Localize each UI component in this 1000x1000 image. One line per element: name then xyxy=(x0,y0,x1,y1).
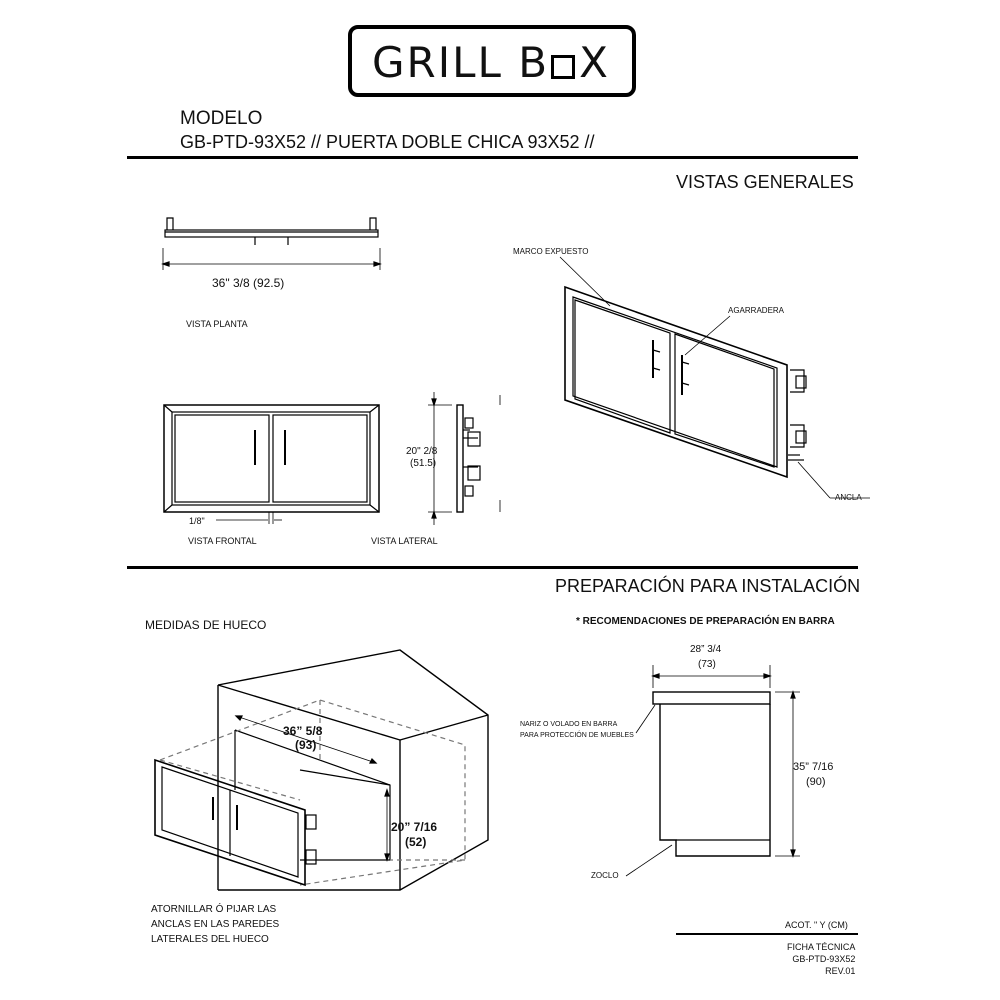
sheet-title: FICHA TÉCNICA xyxy=(787,942,856,952)
iso-frame-label: MARCO EXPUESTO xyxy=(513,247,589,256)
screw-note-line: ATORNILLAR Ó PIJAR LAS xyxy=(151,904,277,915)
sheet-code: GB-PTD-93X52 xyxy=(792,954,856,964)
bar-height-cm: (90) xyxy=(806,776,826,788)
iso-anchor-label: ANCLA xyxy=(835,493,862,502)
bar-section-drawing xyxy=(625,665,800,877)
hole-drawing xyxy=(154,649,489,891)
nose-note: NARIZ O VOLADO EN BARRA PARA PROTECCIÓN … xyxy=(520,719,634,741)
plinth-label: ZOCLO xyxy=(591,871,619,880)
side-height-dimension: 20" 2/8 xyxy=(406,446,438,457)
model-value: GB-PTD-93X52 // PUERTA DOBLE CHICA 93X52… xyxy=(180,132,595,152)
views-title: VISTAS GENERALES xyxy=(676,172,854,192)
plan-view-drawing xyxy=(161,217,382,270)
model-label: MODELO xyxy=(180,108,263,129)
screw-note-line: LATERALES DEL HUECO xyxy=(151,934,269,945)
units-note: ACOT. " Y (CM) xyxy=(785,920,848,930)
screw-note: ATORNILLAR Ó PIJAR LAS ANCLAS EN LAS PAR… xyxy=(151,902,279,947)
side-height-cm: (51.5) xyxy=(410,458,437,469)
logo-text-right: X xyxy=(579,38,610,87)
logo-o-square xyxy=(551,55,576,79)
sheet-rev: REV.01 xyxy=(825,966,856,976)
sheet-info: FICHA TÉCNICA GB-PTD-93X52 REV.01 xyxy=(787,941,855,977)
bar-depth-cm: (73) xyxy=(698,659,716,670)
iso-handle-label: AGARRADERA xyxy=(728,306,785,315)
nose-note-line: PARA PROTECCIÓN DE MUEBLES xyxy=(520,732,634,739)
side-view-label: VISTA LATERAL xyxy=(371,536,438,546)
iso-view-drawing xyxy=(559,256,870,499)
hole-width-dimension: 36” 5/8 xyxy=(283,724,323,738)
front-view-drawing xyxy=(163,404,380,524)
logo-frame xyxy=(348,25,636,97)
front-gap-dimension: 1/8" xyxy=(189,516,205,526)
grillbox-logo: GRILL B X xyxy=(372,38,610,87)
reco-title: * RECOMENDACIONES DE PREPARACIÓN EN BARR… xyxy=(576,616,835,627)
bar-depth-dimension: 28” 3/4 xyxy=(690,644,722,655)
plan-view-label: VISTA PLANTA xyxy=(186,319,248,329)
footer-rule xyxy=(676,933,858,935)
screw-note-line: ANCLAS EN LAS PAREDES xyxy=(151,919,280,930)
plan-width-dimension: 36" 3/8 (92.5) xyxy=(212,276,285,290)
mid-rule xyxy=(127,566,858,569)
front-view-label: VISTA FRONTAL xyxy=(188,536,257,546)
logo-text-left: GRILL B xyxy=(372,38,550,87)
side-view-drawing xyxy=(428,392,501,525)
hole-title: MEDIDAS DE HUECO xyxy=(145,618,267,632)
install-title: PREPARACIÓN PARA INSTALACIÓN xyxy=(555,576,861,596)
hole-height-dimension: 20” 7/16 xyxy=(391,820,438,834)
nose-note-line: NARIZ O VOLADO EN BARRA xyxy=(520,721,618,728)
hole-width-cm: (93) xyxy=(295,738,317,752)
hole-height-cm: (52) xyxy=(405,835,427,849)
top-rule xyxy=(127,156,858,159)
bar-height-dimension: 35” 7/16 xyxy=(793,761,834,773)
